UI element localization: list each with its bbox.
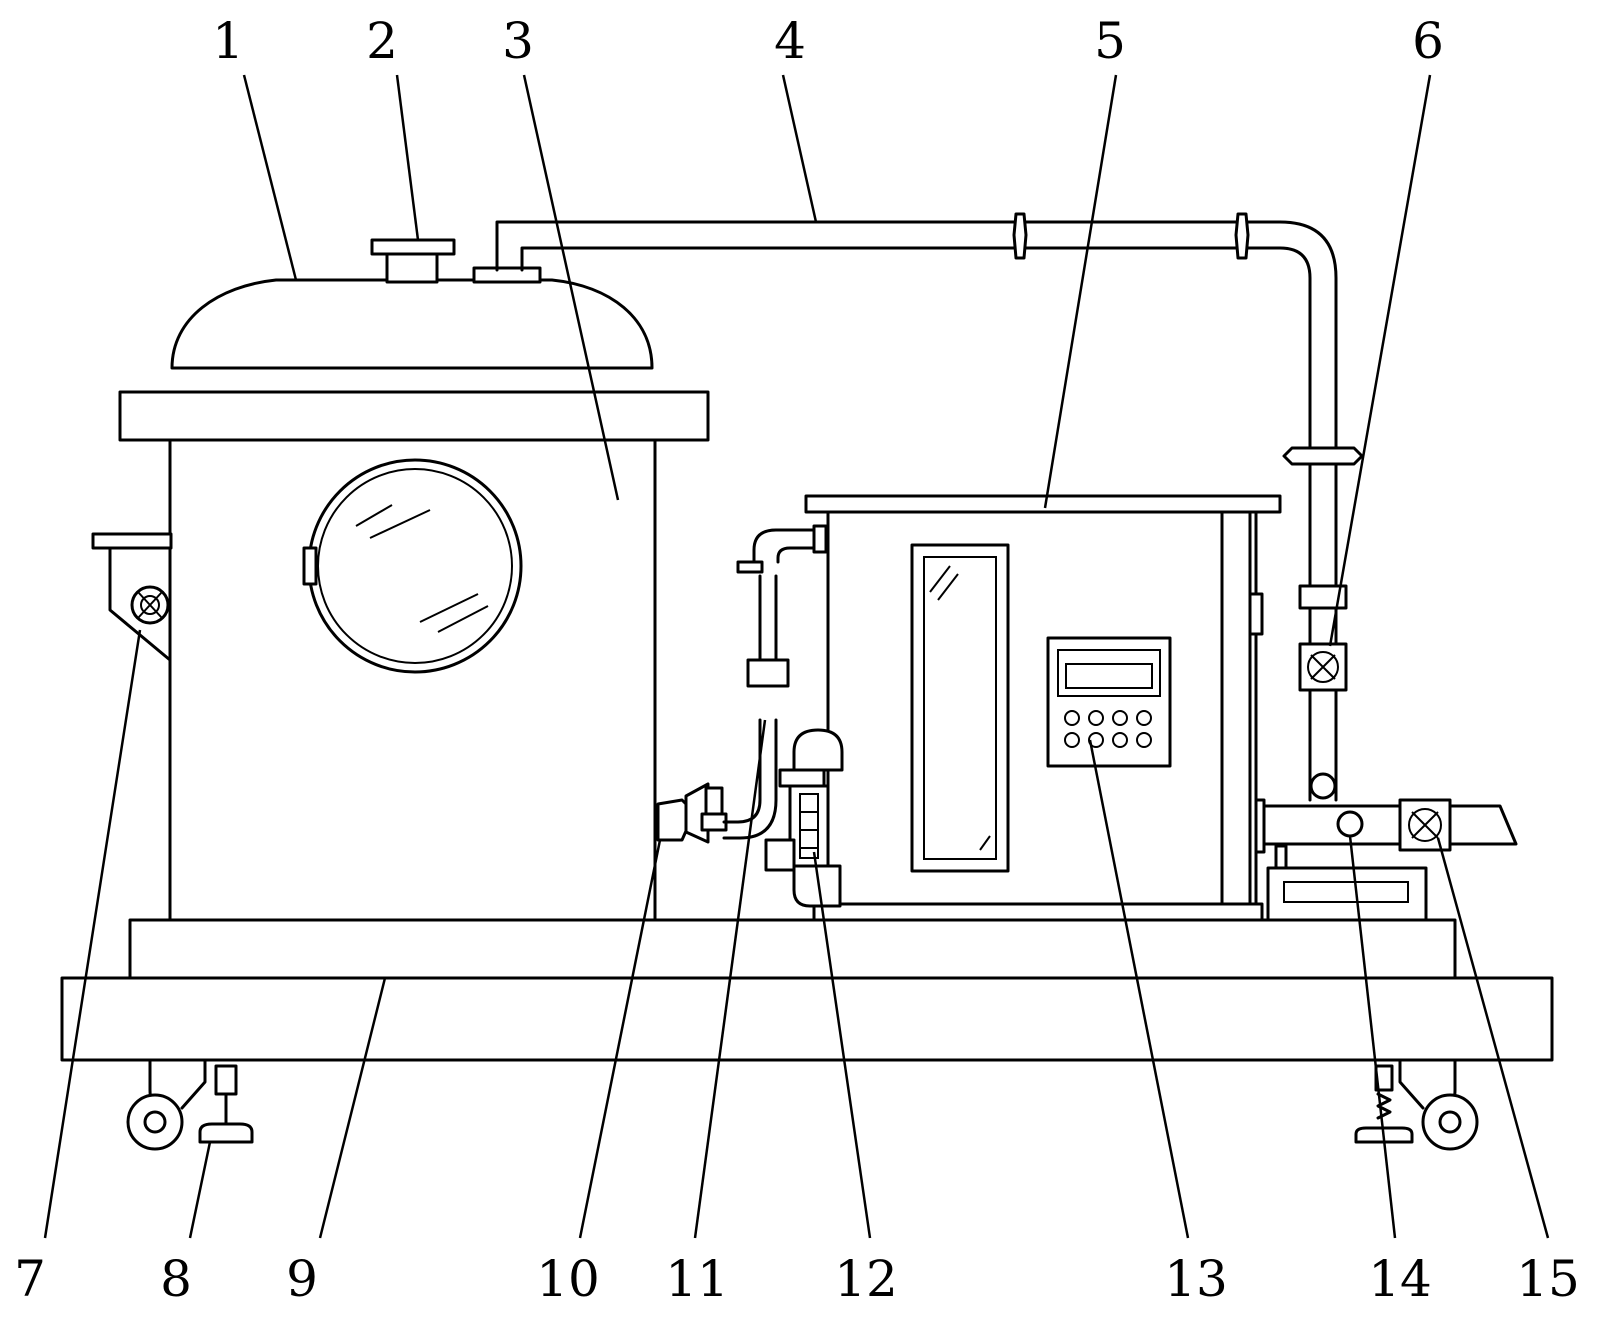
label-5: 5 [1094, 12, 1126, 70]
control-cabinet [804, 494, 1282, 922]
label-10: 10 [536, 1250, 600, 1308]
label-1: 1 [212, 12, 244, 70]
top-pipe [472, 212, 1364, 466]
pump [764, 728, 844, 908]
left-caster [126, 1058, 207, 1151]
leader-lines [43, 74, 1550, 1239]
left-leveling-foot [198, 1064, 254, 1144]
vertical-return-pipe [1298, 462, 1348, 802]
right-caster [1398, 1058, 1479, 1151]
label-3: 3 [502, 12, 534, 70]
callout-labels: 1 2 3 4 5 6 7 8 9 10 11 12 13 14 15 [14, 12, 1580, 1308]
viewing-window [302, 458, 523, 674]
label-15: 15 [1516, 1250, 1580, 1308]
label-6: 6 [1412, 12, 1444, 70]
label-4: 4 [774, 12, 806, 70]
control-buttons [1064, 710, 1152, 748]
label-2: 2 [366, 12, 398, 70]
label-11: 11 [665, 1250, 729, 1308]
outlet-drive-box [1266, 844, 1428, 922]
outlet-pipe [1248, 798, 1518, 854]
label-9: 9 [286, 1250, 318, 1308]
label-8: 8 [160, 1250, 192, 1308]
label-13: 13 [1164, 1250, 1228, 1308]
top-inlet-port [370, 238, 456, 284]
riser-pipe [736, 524, 828, 688]
cabinet-window [910, 543, 1010, 873]
base-frame [60, 918, 1554, 1062]
side-valve-bracket [91, 532, 173, 662]
label-7: 7 [14, 1250, 46, 1308]
label-14: 14 [1368, 1250, 1432, 1308]
drain-connector [656, 718, 778, 844]
control-panel [1046, 636, 1172, 768]
label-12: 12 [834, 1250, 898, 1308]
